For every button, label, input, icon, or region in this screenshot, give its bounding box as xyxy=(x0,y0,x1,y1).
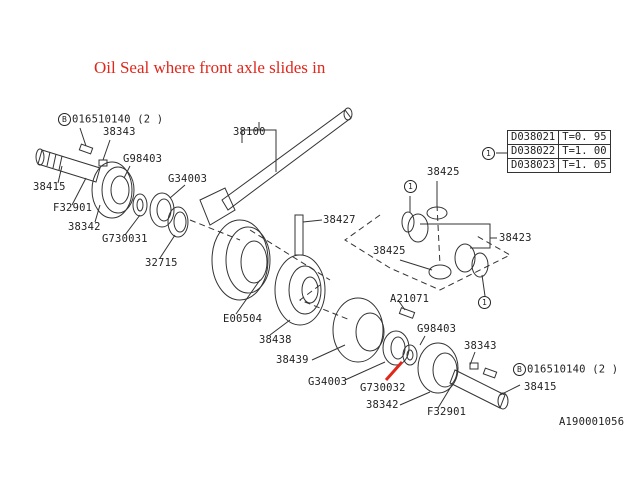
axle-shaft-right-part xyxy=(449,369,509,410)
label-38342-top: 38342 xyxy=(68,221,101,233)
label-38425-left: 38425 xyxy=(373,245,406,257)
retainer-left-part xyxy=(91,161,135,219)
label-38343-top: 38343 xyxy=(103,126,136,138)
label-g34003-bottom: G34003 xyxy=(308,376,348,388)
differential-cover-part xyxy=(332,297,385,363)
oil-seal-right-part xyxy=(402,344,418,366)
label-g730031: G730031 xyxy=(102,233,148,245)
bolt-right-part xyxy=(469,362,498,379)
bolt-marker-icon: B xyxy=(513,363,526,376)
callout-1-top: 1 xyxy=(404,180,418,193)
label-38427: 38427 xyxy=(323,214,356,226)
pinion-gear-bottom-part xyxy=(428,264,452,280)
side-gear-right-part xyxy=(454,243,489,278)
label-a21071: A21071 xyxy=(390,293,430,305)
shim-32715-part xyxy=(167,206,189,238)
callout-1-bottom: 1 xyxy=(478,296,492,309)
label-38342-bottom: 38342 xyxy=(366,399,399,411)
retainer-right-part xyxy=(417,342,459,394)
label-f32901-bottom: F32901 xyxy=(427,406,467,418)
label-38425-top: 38425 xyxy=(427,166,460,178)
label-38439: 38439 xyxy=(276,354,309,366)
label-38415-bottom: 38415 xyxy=(524,381,557,393)
label-g34003-top: G34003 xyxy=(168,173,208,185)
label-32715: 32715 xyxy=(145,257,178,269)
pinion-gear-top-part xyxy=(426,206,448,220)
callout-1-table: 1 xyxy=(482,147,496,160)
bolt-marker-icon: B xyxy=(58,113,71,126)
figure-id: A190001056 xyxy=(559,416,625,428)
ring-gear-part xyxy=(211,219,271,301)
side-gear-left-part xyxy=(401,211,429,243)
bolt-a21071-part xyxy=(398,307,416,319)
bearing-left-part xyxy=(149,192,175,228)
label-e00504: E00504 xyxy=(223,313,263,325)
oil-seal-left-part xyxy=(132,193,148,217)
differential-case-part xyxy=(274,254,326,326)
label-38100: 38100 xyxy=(233,126,266,138)
label-38423: 38423 xyxy=(499,232,532,244)
axle-shaft-left-part xyxy=(35,148,101,183)
annotation-title: Oil Seal where front axle slides in xyxy=(94,58,326,77)
label-38415-top: 38415 xyxy=(33,181,66,193)
label-g98403-top: G98403 xyxy=(123,153,163,165)
pinion-shaft-pin-part xyxy=(294,214,323,256)
leader-lines xyxy=(57,127,521,409)
label-g730032: G730032 xyxy=(360,382,406,394)
oil-seal-highlight-mark xyxy=(384,361,404,381)
drive-pinion-shaft-part xyxy=(199,107,353,226)
label-f32901-top: F32901 xyxy=(53,202,93,214)
label-g98403-bottom: G98403 xyxy=(417,323,457,335)
label-38438: 38438 xyxy=(259,334,292,346)
label-38343-bottom: 38343 xyxy=(464,340,497,352)
